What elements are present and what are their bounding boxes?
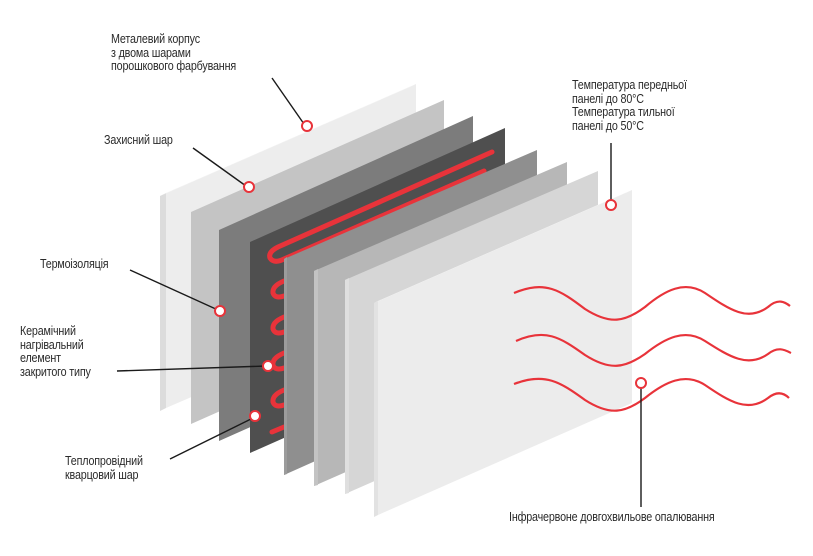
- label-metal-case: Металевий корпус з двома шарами порошков…: [111, 32, 236, 74]
- panel-quartz-layer-edge: [284, 257, 287, 475]
- leader-protective-layer: [192, 147, 247, 187]
- leader-quartz-layer: [169, 417, 254, 460]
- panel-front-face: [378, 190, 632, 515]
- panel-layer-6-edge: [314, 269, 318, 486]
- label-temperature: Температура передньої панелі до 80°С Тем…: [572, 78, 687, 133]
- panel-front-top-edge: [374, 190, 632, 303]
- label-protective-layer-line-1: Захисний шар: [104, 133, 173, 147]
- label-protective-layer: Захисний шар: [104, 133, 173, 148]
- label-heating-element-line-4: закритого типу: [20, 364, 91, 379]
- label-temperature-line-1: Температура передньої: [572, 78, 687, 92]
- marker-thermal-insulation: [214, 305, 226, 317]
- heating-coil-loop-4: [270, 387, 287, 409]
- panel-front: [374, 190, 632, 517]
- panel-layer-7-edge: [345, 278, 349, 494]
- label-thermal-insulation-line-1: Термоізоляція: [40, 257, 109, 271]
- heating-coil-end: [269, 424, 287, 435]
- label-heating-element-line-1: Керамічний: [20, 324, 76, 338]
- leader-heating-element: [116, 365, 267, 372]
- infrared-wave-3: [513, 377, 790, 412]
- label-temperature-line-3: Температура тильної: [572, 105, 675, 119]
- label-heating-element-line-2: нагрівальний: [20, 337, 84, 352]
- panel-metal-case-top-edge: [160, 84, 416, 196]
- leader-lines: [116, 77, 642, 507]
- label-infrared-line-1: Інфрачервоне довгохвильове опалювання: [509, 510, 715, 524]
- heating-coil-loop-2: [270, 314, 287, 336]
- leader-metal-case: [271, 77, 305, 125]
- marker-heating-element: [262, 360, 274, 372]
- label-quartz-layer-line-1: Теплопровідний: [65, 454, 143, 468]
- panel-front-edge: [374, 301, 378, 517]
- label-temperature-line-4: панелі до 50°С: [572, 118, 644, 133]
- label-heating-element: Керамічний нагрівальний елемент закритог…: [20, 324, 91, 379]
- label-metal-case-line-3: порошкового фарбування: [111, 59, 236, 73]
- label-temperature-line-2: панелі до 80°С: [572, 91, 644, 106]
- infrared-wave-1: [513, 285, 791, 321]
- marker-metal-case: [301, 120, 313, 132]
- marker-temperature: [605, 199, 617, 211]
- marker-protective-layer: [243, 181, 255, 193]
- marker-infrared: [635, 377, 647, 389]
- infrared-waves: [513, 285, 792, 412]
- markers: [214, 120, 647, 422]
- panel-metal-case-edge: [160, 193, 166, 411]
- label-thermal-insulation: Термоізоляція: [40, 257, 109, 272]
- label-quartz-layer-line-2: кварцовий шар: [65, 467, 139, 482]
- marker-quartz-layer: [249, 410, 261, 422]
- label-heating-element-line-3: елемент: [20, 351, 61, 365]
- label-quartz-layer: Теплопровідний кварцовий шар: [65, 454, 143, 482]
- leader-thermal-insulation: [129, 269, 219, 311]
- label-infrared: Інфрачервоне довгохвильове опалювання: [509, 510, 715, 525]
- label-metal-case-line-1: Металевий корпус: [111, 32, 200, 46]
- infrared-wave-2: [515, 333, 792, 367]
- heating-coil-loop-1: [270, 278, 287, 300]
- label-metal-case-line-2: з двома шарами: [111, 45, 191, 60]
- heating-coil: [267, 149, 495, 264]
